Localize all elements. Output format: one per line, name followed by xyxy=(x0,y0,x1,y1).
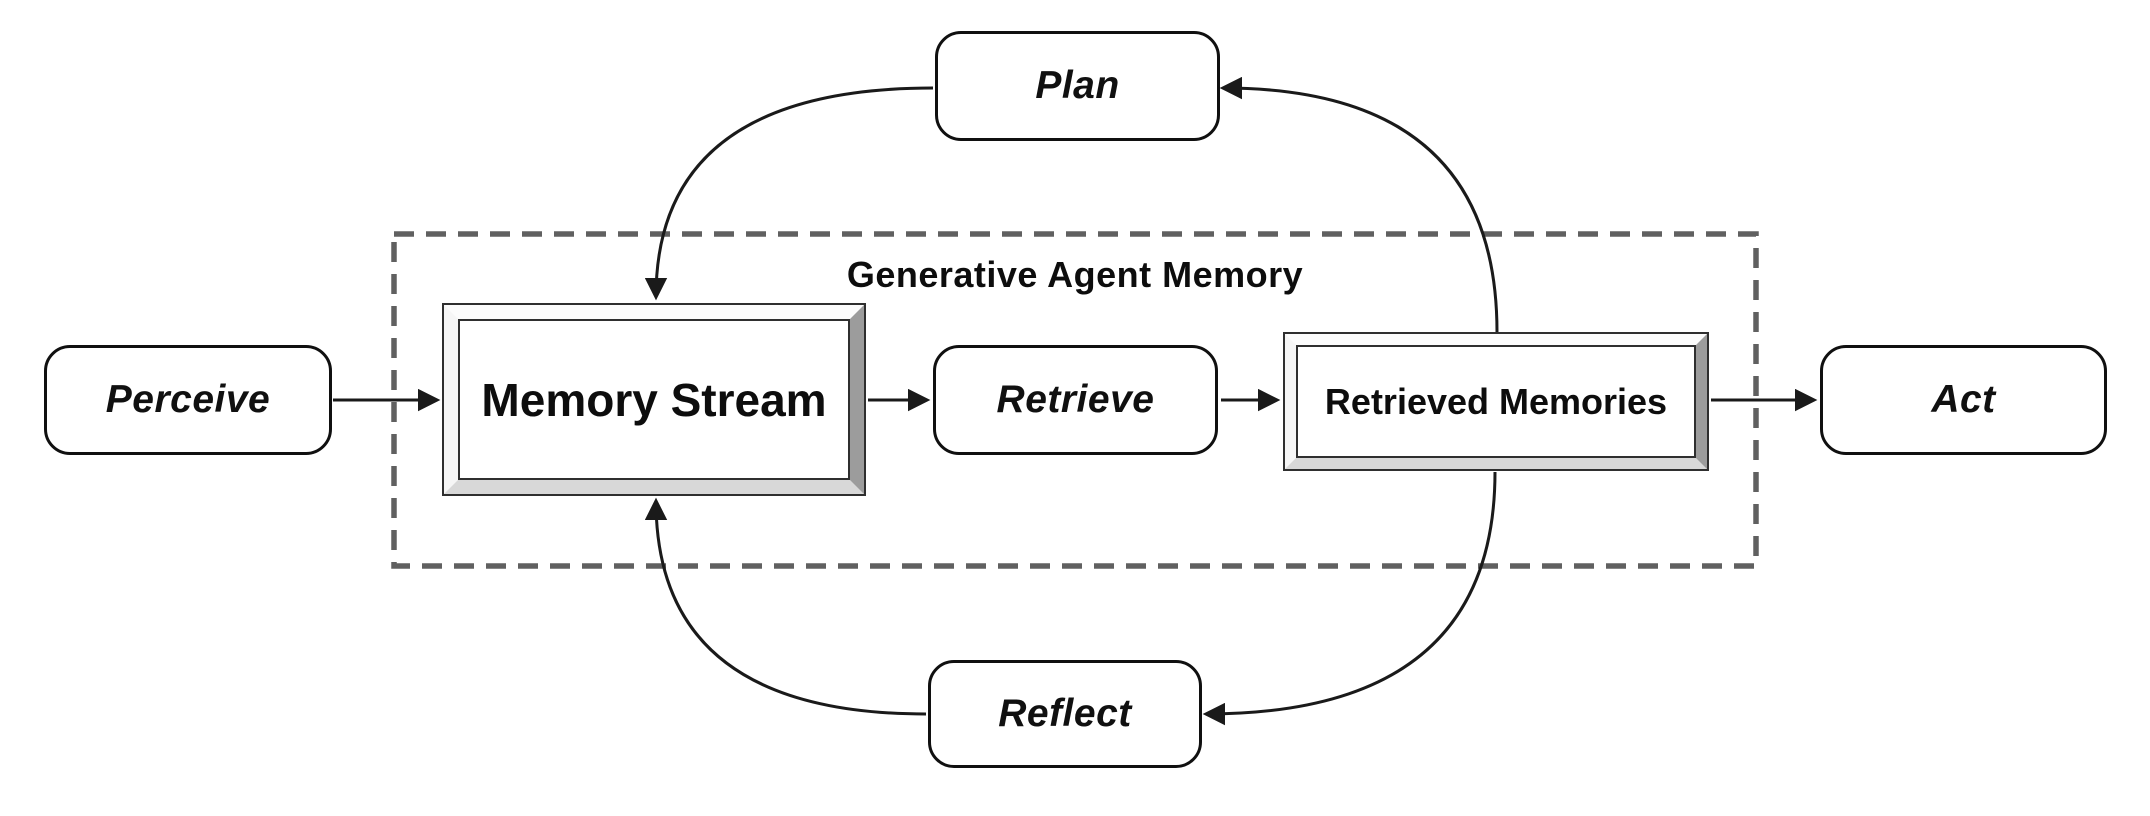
memory-stream-bevel-frame xyxy=(444,305,864,494)
node-plan-label: Plan xyxy=(1035,64,1120,107)
edge-retrieved-memories-to-plan xyxy=(1219,76,1499,333)
node-retrieved-memories-label: Retrieved Memories xyxy=(1324,380,1668,422)
node-memory-stream-label: Memory Stream xyxy=(481,373,827,426)
retrieved-memories-inner: Retrieved Memories xyxy=(1296,345,1696,458)
edge-retrieved-memories-to-reflect xyxy=(1202,471,1497,726)
edge-reflect-to-memory-stream xyxy=(644,497,927,716)
node-memory-stream: Memory Stream xyxy=(442,303,866,496)
node-act: Act xyxy=(1820,345,2107,455)
memory-stream-inner: Memory Stream xyxy=(458,319,850,480)
memory-boundary-dashed-box xyxy=(391,231,1759,569)
retrieved-memories-bevel-frame xyxy=(1285,334,1707,469)
node-retrieved-memories: Retrieved Memories xyxy=(1283,332,1709,471)
node-perceive-label: Perceive xyxy=(105,378,271,421)
node-retrieve-label: Retrieve xyxy=(996,378,1155,421)
edge-plan-to-memory-stream xyxy=(644,86,934,301)
node-act-label: Act xyxy=(1931,378,1996,421)
node-perceive: Perceive xyxy=(44,345,332,455)
memory-boundary-title: Generative Agent Memory xyxy=(846,254,1304,295)
node-retrieve: Retrieve xyxy=(933,345,1218,455)
node-plan: Plan xyxy=(935,31,1220,141)
node-reflect: Reflect xyxy=(928,660,1202,768)
node-reflect-label: Reflect xyxy=(998,692,1132,735)
